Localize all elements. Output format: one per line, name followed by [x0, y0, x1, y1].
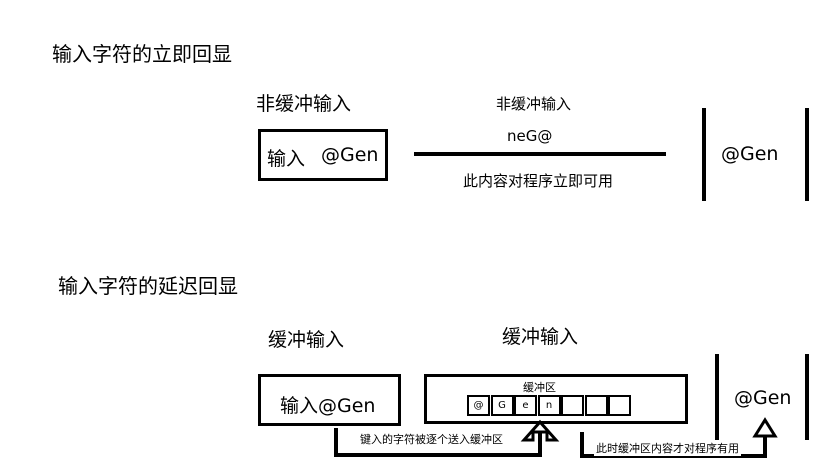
buffer-cell: G: [490, 395, 514, 416]
buffer-cell: @: [467, 395, 490, 416]
buffer-cell: [608, 395, 631, 416]
buffer-cell: e: [514, 395, 537, 416]
keystroke-arrow-head: [520, 419, 560, 442]
program-right-bar: [805, 108, 809, 201]
delayed-echo-title: 输入字符的延迟回显: [58, 274, 238, 298]
flush-arrow-head: [752, 417, 778, 438]
note-right: 此时缓冲区内容才对程序有用: [594, 440, 741, 456]
input-box-label: 输入: [267, 148, 306, 170]
keystroke-path: [334, 428, 542, 457]
input-box-value: @Gen: [321, 144, 379, 166]
program-left-bar: [702, 108, 706, 201]
arrow-mid-label: neG@: [507, 127, 553, 145]
buffered-input-label: 缓冲输入: [268, 329, 345, 351]
note-left: 键入的字符被逐个送入缓冲区: [358, 431, 505, 447]
buffer-cell: [561, 395, 584, 416]
flush-path: [580, 432, 767, 458]
unbuffered-output-value: @Gen: [721, 143, 779, 165]
buffered-input-text: 输入@Gen: [280, 395, 376, 417]
buffer-cell: n: [537, 395, 561, 416]
arrow-bottom-label: 此内容对程序立即可用: [463, 172, 614, 190]
buffered-middle-label: 缓冲输入: [502, 326, 579, 348]
buffered-output-value: @Gen: [734, 387, 792, 409]
immediate-echo-title: 输入字符的立即回显: [52, 42, 232, 66]
buffer-cell: [584, 395, 608, 416]
buffered-input-box: 输入@Gen: [258, 374, 401, 426]
arrow-top-label: 非缓冲输入: [496, 95, 572, 113]
unbuffered-input-box: 输入 @Gen: [258, 129, 388, 181]
unbuffered-transfer-line: [414, 152, 666, 156]
buffered-program-right-bar: [805, 354, 809, 440]
buffer-label: 缓冲区: [523, 381, 556, 394]
unbuffered-input-label: 非缓冲输入: [256, 93, 352, 115]
buffered-program-left-bar: [715, 354, 719, 440]
